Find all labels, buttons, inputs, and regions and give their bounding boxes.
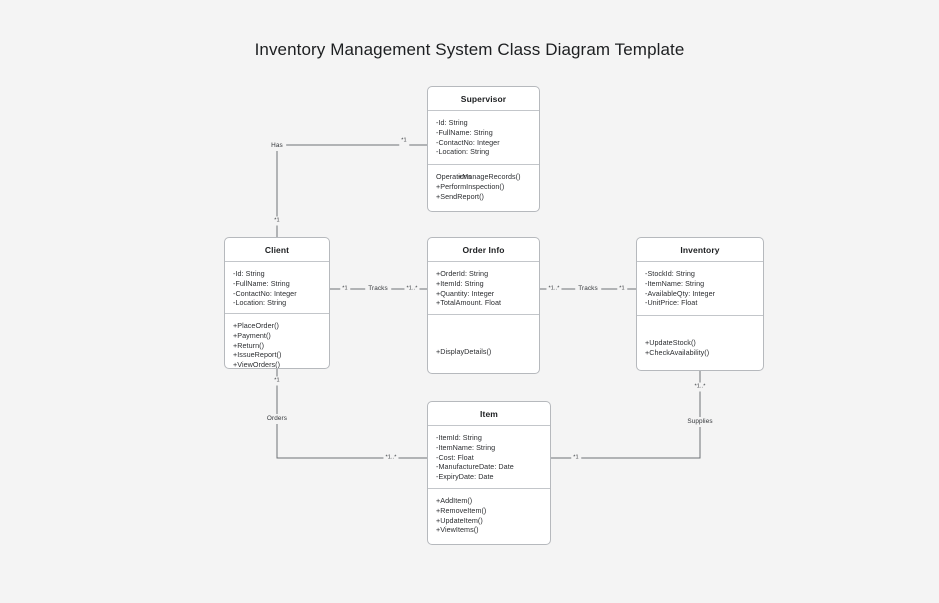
attribute-row: -ManufactureDate: Date [436, 462, 514, 472]
edge-label-has: Has [268, 141, 286, 151]
class-title-inventory: Inventory [637, 238, 763, 262]
class-operations-client: +PlaceOrder() +Payment() +Return() +Issu… [225, 314, 329, 369]
class-box-item[interactable]: Item -ItemId: String -ItemName: String -… [427, 401, 551, 545]
class-attributes-order-info: +OrderId: String +ItemId: String +Quanti… [428, 262, 539, 315]
multiplicity-order-tracks-source: *1..* [546, 284, 562, 294]
class-title-client: Client [225, 238, 329, 262]
multiplicity-orders-target: *1..* [383, 453, 399, 463]
operation-row: +ViewOrders() [233, 360, 281, 369]
attribute-row: -ItemName: String [645, 278, 705, 288]
edge-label-orders: Orders [263, 414, 291, 424]
operation-row: +DisplayDetails() [436, 347, 492, 356]
attribute-row: -ContactNo: Integer [436, 137, 500, 147]
attribute-row: -FullName: String [436, 127, 493, 137]
multiplicity-orders-source: *1 [272, 376, 282, 386]
multiplicity-client-tracks-target: *1..* [404, 284, 420, 294]
class-title-order-info: Order Info [428, 238, 539, 262]
class-operations-inventory: +UpdateStock() +CheckAvailability() [637, 316, 763, 365]
operation-row: +ViewItems() [436, 525, 479, 535]
attribute-row: -Location: String [233, 298, 287, 308]
operation-row: +AddItem() [436, 496, 473, 505]
multiplicity-has-source: *1 [272, 216, 282, 226]
operation-row: +RemoveItem() [436, 505, 487, 515]
multiplicity-supplies-target: *1 [571, 453, 581, 463]
attribute-row: +OrderId: String [436, 269, 489, 278]
attribute-row: +ItemId: String [436, 278, 484, 288]
multiplicity-supplies-source: *1..* [692, 382, 708, 392]
attribute-row: +Quantity: Integer [436, 288, 495, 298]
class-title-supervisor: Supervisor [428, 87, 539, 111]
class-operations-supervisor: Operations +ManageRecords() +PerformInsp… [428, 165, 539, 208]
class-operations-order-info: +DisplayDetails() [428, 315, 539, 364]
attribute-row: -FullName: String [233, 278, 290, 288]
attribute-row: -Id: String [233, 269, 265, 278]
class-attributes-client: -Id: String -FullName: String -ContactNo… [225, 262, 329, 314]
operation-row: +ManageRecords() [458, 172, 521, 181]
operation-row: +Payment() [233, 330, 271, 340]
class-box-client[interactable]: Client -Id: String -FullName: String -Co… [224, 237, 330, 369]
class-attributes-item: -ItemId: String -ItemName: String -Cost:… [428, 426, 550, 489]
class-operations-item: +AddItem() +RemoveItem() +UpdateItem() +… [428, 489, 550, 542]
multiplicity-client-tracks-source: *1 [340, 284, 350, 294]
edge-has [276, 144, 427, 237]
operation-row: +Return() [233, 340, 265, 350]
operation-row: +SendReport() [436, 191, 484, 201]
class-box-supervisor[interactable]: Supervisor -Id: String -FullName: String… [427, 86, 540, 212]
attribute-row: +TotalAmount. Float [436, 298, 502, 308]
operation-row: +UpdateItem() [436, 515, 483, 525]
operation-row: +PlaceOrder() [233, 321, 279, 330]
multiplicity-has-target: *1 [399, 136, 409, 146]
class-box-order-info[interactable]: Order Info +OrderId: String +ItemId: Str… [427, 237, 540, 374]
attribute-row: -ContactNo: Integer [233, 288, 297, 298]
attribute-row: -Location: String [436, 147, 490, 157]
attribute-row: -AvailableQty: Integer [645, 288, 716, 298]
multiplicity-order-tracks-target: *1 [617, 284, 627, 294]
edge-label-client-tracks-order: Tracks [365, 284, 391, 294]
page-title: Inventory Management System Class Diagra… [254, 40, 685, 59]
edge-label-order-tracks-inventory: Tracks [575, 284, 601, 294]
attribute-row: -ItemName: String [436, 442, 496, 452]
class-title-item: Item [428, 402, 550, 426]
attribute-row: -ItemId: String [436, 433, 482, 442]
class-attributes-supervisor: -Id: String -FullName: String -ContactNo… [428, 111, 539, 165]
class-box-inventory[interactable]: Inventory -StockId: String -ItemName: St… [636, 237, 764, 371]
edge-orders [276, 369, 427, 459]
operation-row: +UpdateStock() [645, 338, 696, 347]
attribute-row: -ExpiryDate: Date [436, 472, 494, 482]
attribute-row: -StockId: String [645, 269, 695, 278]
class-attributes-inventory: -StockId: String -ItemName: String -Avai… [637, 262, 763, 316]
attribute-row: -Id: String [436, 118, 468, 127]
operation-row: +IssueReport() [233, 350, 282, 360]
operation-row: +PerformInspection() [436, 181, 505, 191]
edge-label-supplies: Supplies [684, 417, 716, 427]
attribute-row: -Cost: Float [436, 452, 474, 462]
attribute-row: -UnitPrice: Float [645, 298, 698, 308]
edge-supplies [551, 371, 701, 459]
operation-row: +CheckAvailability() [645, 347, 710, 357]
